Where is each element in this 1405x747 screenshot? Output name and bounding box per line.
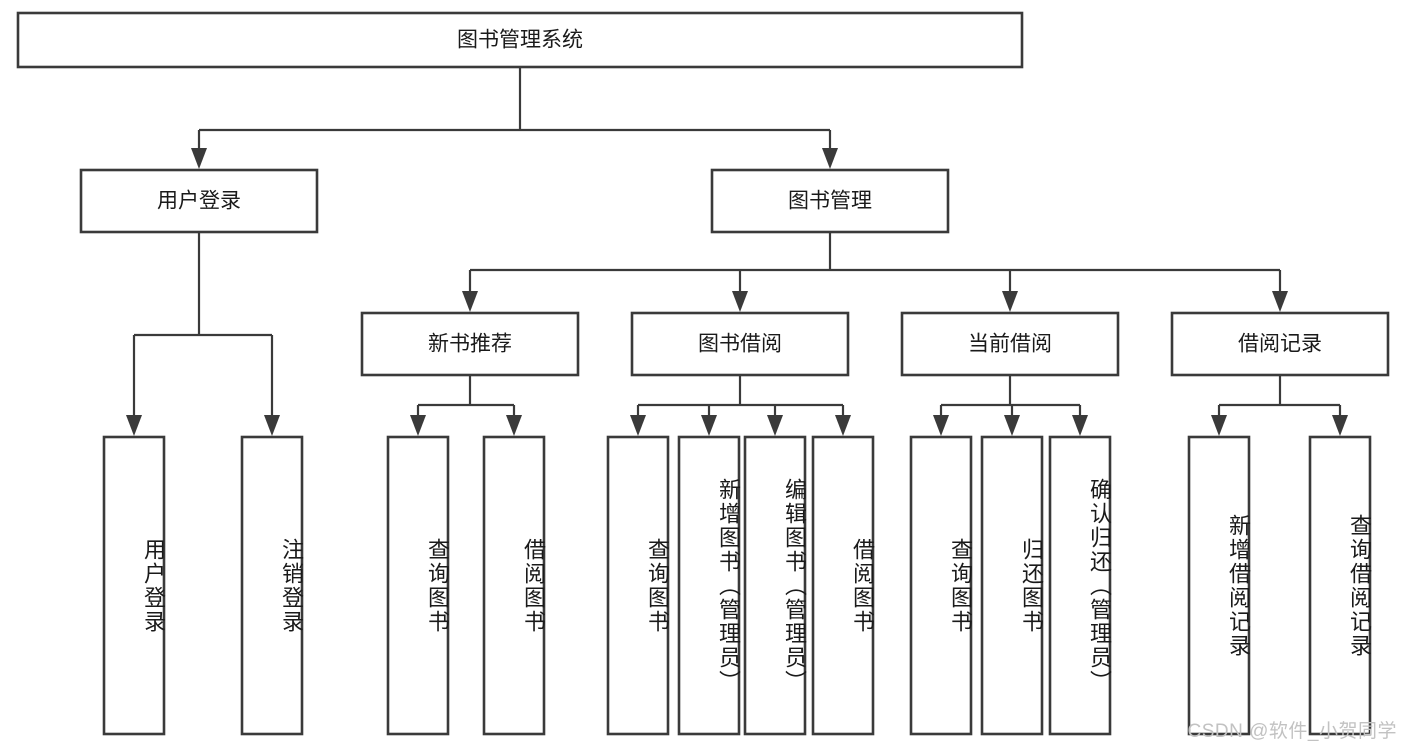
- arrow-head-icon-leaf-edit-book: [767, 415, 783, 436]
- arrow-head-icon-leaf-confirm-return: [1072, 415, 1088, 436]
- csdn-watermark: CSDN @软件_小贺同学: [1187, 721, 1397, 742]
- arrow-head-icon-leaf-borrow-book-2: [835, 415, 851, 436]
- node-box-book-manage[interactable]: [710, 168, 950, 234]
- node-box-leaf-query-book-2[interactable]: [606, 435, 670, 736]
- arrow-head-icon-leaf-return-book: [1004, 415, 1020, 436]
- node-label-root: 图书管理系统: [457, 29, 583, 52]
- node-box-book-borrow[interactable]: [630, 311, 850, 377]
- node-box-leaf-add-record[interactable]: [1187, 435, 1251, 736]
- arrow-head-icon-leaf-user-login: [126, 415, 142, 436]
- arrow-head-icon-leaf-query-book-2: [630, 415, 646, 436]
- node-box-leaf-borrow-book-2[interactable]: [811, 435, 875, 736]
- node-box-leaf-confirm-return[interactable]: [1048, 435, 1112, 736]
- arrow-head-icon-leaf-logout: [264, 415, 280, 436]
- arrow-head-icon-leaf-borrow-book-1: [506, 415, 522, 436]
- arrow-head-icon-leaf-query-book-3: [933, 415, 949, 436]
- node-label-user-login: 用户登录: [157, 190, 241, 213]
- arrow-head-icon-current-borrow: [1002, 291, 1018, 312]
- node-label-book-manage: 图书管理: [788, 190, 872, 213]
- connectors-layer: [126, 67, 1348, 436]
- node-box-leaf-add-book[interactable]: [677, 435, 741, 736]
- arrow-head-icon-user-login: [191, 148, 207, 169]
- arrow-head-icon-book-manage: [822, 148, 838, 169]
- arrow-head-icon-borrow-record: [1272, 291, 1288, 312]
- node-box-leaf-borrow-book-1[interactable]: [482, 435, 546, 736]
- arrow-head-icon-book-borrow: [732, 291, 748, 312]
- node-box-root[interactable]: [16, 11, 1024, 69]
- node-label-book-borrow: 图书借阅: [698, 333, 782, 356]
- node-box-leaf-query-record[interactable]: [1308, 435, 1372, 736]
- node-label-borrow-record: 借阅记录: [1238, 333, 1322, 356]
- boxes-layer: [16, 11, 1390, 736]
- arrow-head-icon-leaf-query-book-1: [410, 415, 426, 436]
- node-label-new-book-recommend: 新书推荐: [428, 333, 512, 356]
- node-box-new-book-recommend[interactable]: [360, 311, 580, 377]
- node-box-leaf-user-login[interactable]: [102, 435, 166, 736]
- node-box-leaf-query-book-1[interactable]: [386, 435, 450, 736]
- node-box-borrow-record[interactable]: [1170, 311, 1390, 377]
- node-box-leaf-return-book[interactable]: [980, 435, 1044, 736]
- node-box-current-borrow[interactable]: [900, 311, 1120, 377]
- node-box-leaf-query-book-3[interactable]: [909, 435, 973, 736]
- arrow-head-icon-leaf-query-record: [1332, 415, 1348, 436]
- node-box-leaf-edit-book[interactable]: [743, 435, 807, 736]
- arrow-head-icon-leaf-add-book: [701, 415, 717, 436]
- node-label-current-borrow: 当前借阅: [968, 333, 1052, 356]
- arrow-head-icon-leaf-add-record: [1211, 415, 1227, 436]
- node-box-leaf-logout[interactable]: [240, 435, 304, 736]
- arrow-head-icon-new-book-recommend: [462, 291, 478, 312]
- node-box-user-login[interactable]: [79, 168, 319, 234]
